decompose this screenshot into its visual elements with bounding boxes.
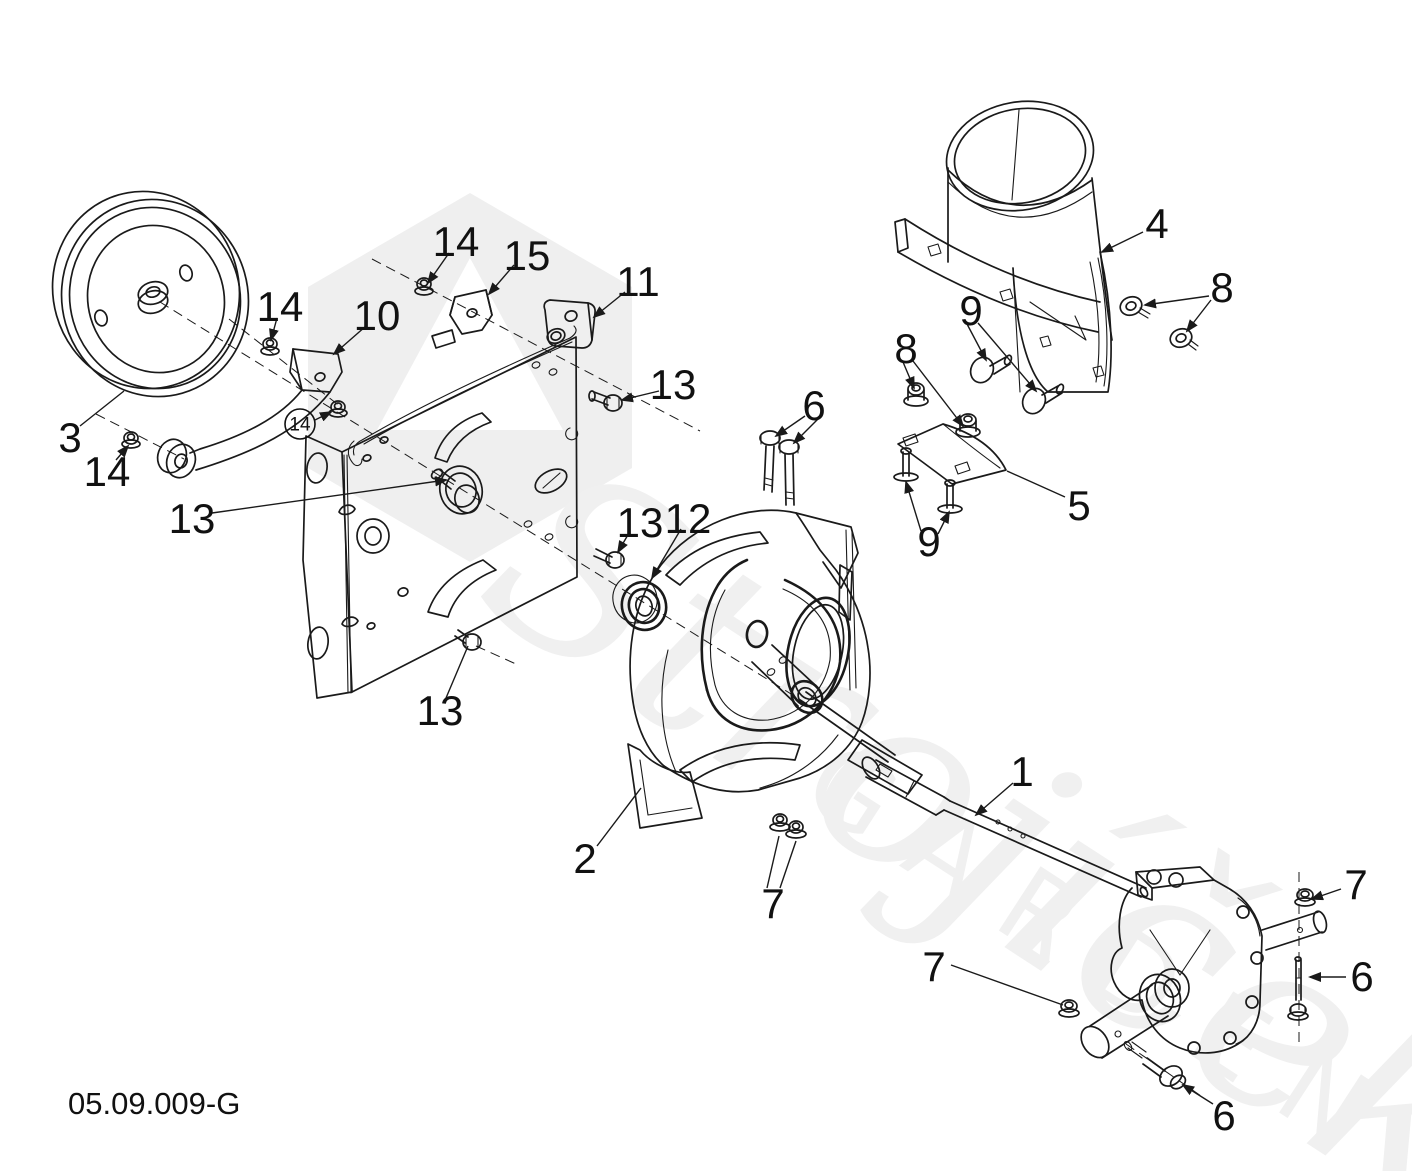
callout-label: 2: [573, 835, 596, 882]
callout-label: 15: [504, 232, 551, 279]
leader-line: [426, 252, 450, 285]
fasteners-7-nuts: [769, 813, 1316, 1018]
leader-line: [115, 444, 130, 461]
leader-line: [1100, 231, 1144, 253]
part-4-chute: [894, 100, 1113, 393]
leader-line: [79, 390, 125, 427]
callout-label: 14: [289, 415, 311, 436]
leader-line: [650, 528, 682, 580]
leader-line: [620, 390, 660, 403]
leader-line: [616, 532, 630, 554]
leader-line: [912, 360, 965, 428]
callout-label: 7: [761, 880, 784, 927]
callout-label: 7: [922, 943, 945, 990]
fasteners-13-bolts: [454, 390, 625, 651]
callout-label: 8: [894, 325, 917, 372]
callout-label: 14: [433, 218, 480, 265]
callout-label: 12: [665, 495, 712, 542]
callout-label: 4: [1145, 200, 1168, 247]
part-3-pulley: [51, 190, 250, 398]
leader-line: [974, 782, 1014, 817]
part-10-idler-arm: [156, 348, 343, 479]
callout-label: 11: [616, 258, 660, 305]
part-5-plate: [897, 423, 1007, 485]
callout-label: 14: [84, 448, 131, 495]
callout-label: 9: [917, 518, 940, 565]
callout-label: 13: [617, 499, 664, 546]
callout-label: 13: [169, 495, 216, 542]
leader-line: [1143, 295, 1210, 309]
leader-line: [1181, 1083, 1214, 1105]
part-2-impeller-housing: [627, 509, 923, 829]
callout-label: 1: [1010, 748, 1033, 795]
axis-line: [475, 645, 517, 665]
leader-line: [966, 323, 987, 362]
leader-line: [596, 787, 642, 847]
leader-line: [332, 325, 367, 356]
part-11-bracket: [543, 299, 596, 349]
leader-line: [774, 415, 806, 438]
leader-line: [1310, 888, 1342, 901]
part-12-bearing: [612, 574, 668, 632]
drawing-code: 05.09.009-G: [68, 1086, 240, 1121]
callout-label: 9: [959, 287, 982, 334]
leader-line: [977, 322, 1038, 393]
fasteners-8: [903, 295, 1199, 438]
leader-line: [269, 317, 279, 342]
callout-label: 7: [1344, 861, 1367, 908]
fasteners-9-screws: [893, 354, 1065, 514]
watermark: Strojíček GARDEN: [308, 193, 1412, 1171]
leader-line: [211, 476, 448, 514]
washers: [523, 361, 558, 541]
callout-circle: [284, 408, 316, 440]
leader-line: [902, 361, 915, 390]
leader-line: [314, 411, 333, 422]
fasteners-6-bolts-gearbox: [1142, 956, 1309, 1090]
fasteners-6-bolts-upper: [759, 430, 800, 506]
callout-label: 5: [1067, 482, 1090, 529]
axis-line: [371, 258, 701, 432]
leader-line: [1185, 299, 1212, 333]
leader-line: [445, 645, 469, 699]
callout-label: 13: [417, 687, 464, 734]
leader-line: [779, 840, 797, 889]
leader-line: [487, 264, 515, 296]
callout-label: 10: [354, 292, 401, 339]
callout-label: 8: [1210, 264, 1233, 311]
callout-label: 6: [802, 382, 825, 429]
callout-label: 6: [1212, 1092, 1235, 1139]
part-15-bracket: [431, 289, 493, 349]
leader-line: [766, 835, 780, 889]
leader-line: [904, 480, 922, 532]
callout-label: 13: [650, 361, 697, 408]
fasteners-14-nuts: [121, 277, 434, 449]
leader-line: [592, 291, 626, 319]
part-gearbox: [1080, 866, 1328, 1059]
leader-line: [792, 418, 819, 445]
leader-line: [950, 964, 1064, 1006]
callout-label: 14: [257, 283, 304, 330]
leader-line: [1006, 470, 1066, 498]
axis-line: [228, 318, 342, 408]
leader-line: [937, 510, 950, 535]
callout-label: 3: [58, 414, 81, 461]
callout-label: 6: [1350, 953, 1373, 1000]
